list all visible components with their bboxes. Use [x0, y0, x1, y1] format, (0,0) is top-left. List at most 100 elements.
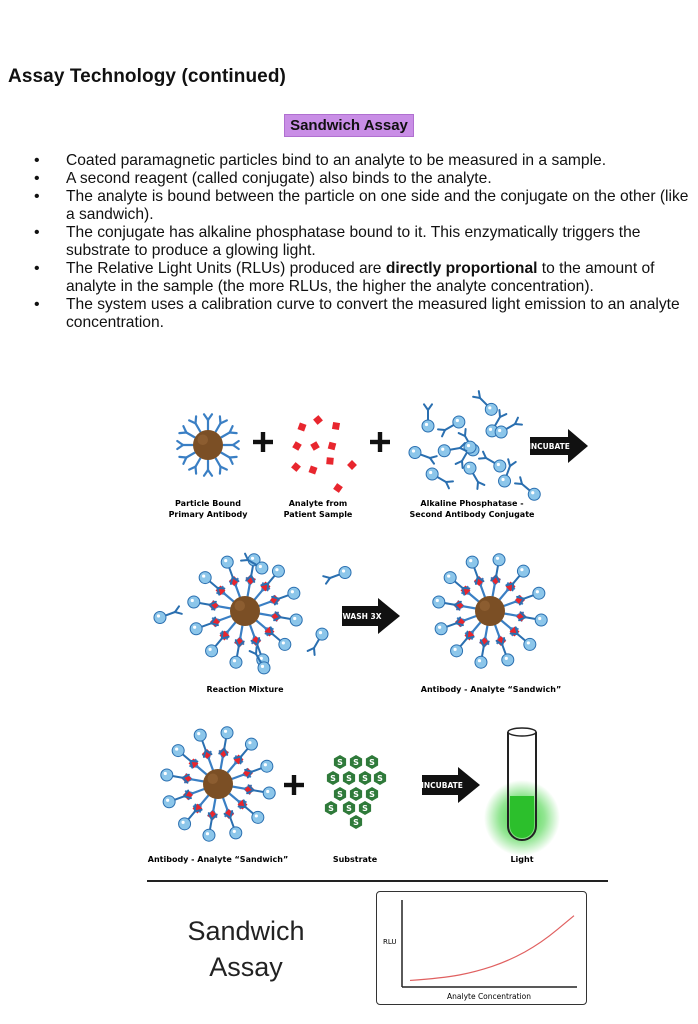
conjugate: [202, 812, 218, 842]
wash-arrow: WASH 3X: [342, 598, 400, 634]
label-reaction-mixture: Reaction Mixture: [206, 685, 284, 694]
liquid: [510, 796, 534, 838]
label-sandwich: Antibody - Analyte “Sandwich”: [421, 685, 561, 694]
conjugate: [248, 646, 271, 675]
incubate-arrow-1: INCUBATE: [528, 429, 588, 463]
label-substrate: Substrate: [333, 855, 378, 864]
bullet-item: The Relative Light Units (RLUs) produced…: [34, 260, 690, 296]
conjugate: [514, 476, 541, 501]
svg-text:S: S: [337, 758, 343, 767]
plus-sign: [253, 432, 273, 452]
conjugate: [306, 627, 329, 656]
label-analyte-2: Patient Sample: [284, 510, 353, 519]
conjugate: [220, 555, 240, 585]
conjugate: [454, 440, 477, 469]
substrate-molecule: S: [358, 771, 372, 785]
calibration-curve-chart: RLU Analyte Concentration: [383, 900, 577, 1001]
particle: [230, 596, 260, 626]
svg-text:S: S: [362, 804, 368, 813]
conjugate: [518, 611, 548, 627]
conjugate: [437, 415, 466, 438]
svg-text:INCUBATE: INCUBATE: [421, 781, 463, 790]
particle-core: [193, 430, 223, 460]
bullet-item: Coated paramagnetic particles bind to an…: [34, 152, 690, 170]
particle: [193, 430, 223, 460]
analyte-diamond: [326, 457, 334, 465]
substrate-molecule: S: [324, 801, 338, 815]
antibody: [188, 456, 202, 475]
bullet-list: Coated paramagnetic particles bind to an…: [0, 152, 690, 332]
section-badge: Sandwich Assay: [284, 114, 414, 137]
svg-text:S: S: [353, 758, 359, 767]
particle-core: [475, 596, 505, 626]
plus-sign: [370, 432, 390, 452]
analyte-diamond: [310, 441, 320, 451]
label-particle-bound-1: Particle Bound: [175, 499, 241, 508]
svg-text:S: S: [362, 774, 368, 783]
substrate-molecule: S: [326, 771, 340, 785]
antibody: [214, 456, 228, 475]
conjugate: [240, 552, 269, 575]
conjugate: [153, 605, 183, 624]
antibody: [219, 425, 238, 439]
substrate-molecule: S: [342, 771, 356, 785]
bullet-item: A second reagent (called conjugate) also…: [34, 170, 690, 188]
antibody: [202, 458, 214, 477]
tube-outline: [507, 732, 537, 841]
substrate-molecule: S: [365, 755, 379, 769]
svg-text:S: S: [353, 818, 359, 827]
particle-core: [203, 769, 233, 799]
antibody: [221, 439, 240, 451]
page-title: Assay Technology (continued): [8, 66, 286, 87]
conjugate: [434, 616, 464, 636]
analyte-diamond: [313, 415, 323, 425]
antibody: [178, 425, 197, 439]
conjugate: [205, 630, 230, 658]
analyte-diamond: [291, 462, 301, 472]
conjugate: [490, 553, 506, 583]
particle: [203, 769, 233, 799]
substrate-molecule: S: [342, 801, 356, 815]
conjugate: [237, 799, 265, 824]
svg-text:S: S: [377, 774, 383, 783]
svg-text:S: S: [369, 790, 375, 799]
conjugate: [463, 461, 486, 490]
label-conjugate-1: Alkaline Phosphatase -: [420, 499, 523, 508]
conjugate: [494, 416, 523, 439]
test-tube-light: [484, 727, 560, 856]
antibody: [219, 451, 238, 465]
svg-text:WASH 3X: WASH 3X: [342, 612, 381, 621]
antibody: [178, 451, 197, 465]
antibody: [214, 415, 228, 434]
conjugate: [162, 789, 192, 809]
svg-text:S: S: [353, 790, 359, 799]
conjugate: [478, 450, 507, 473]
reaction-mixture: [187, 553, 303, 669]
substrate-molecule: S: [333, 755, 347, 769]
tube-rim: [507, 727, 537, 737]
svg-text:S: S: [346, 804, 352, 813]
particle-bound-antibody: [176, 413, 240, 477]
bullet-item: The system uses a calibration curve to c…: [34, 296, 690, 332]
conjugate: [271, 586, 301, 606]
analyte-diamond: [331, 421, 341, 431]
analyte-diamond: [297, 422, 307, 432]
conjugate: [245, 553, 261, 583]
conjugate: [187, 595, 217, 611]
conjugate: [437, 442, 468, 458]
particle-core: [230, 596, 260, 626]
svg-text:S: S: [330, 774, 336, 783]
bold-emphasis: directly proportional: [385, 260, 538, 277]
conjugate: [505, 564, 530, 592]
label-particle-bound-2: Primary Antibody: [169, 510, 249, 519]
particle: [475, 596, 505, 626]
substrate-molecule: S: [373, 771, 387, 785]
svg-text:S: S: [328, 804, 334, 813]
substrate-molecule: S: [349, 815, 363, 829]
conjugate: [193, 728, 213, 758]
conjugate: [472, 390, 498, 416]
conjugate: [408, 446, 438, 465]
incubate-arrow-2: INCUBATE: [421, 767, 480, 803]
